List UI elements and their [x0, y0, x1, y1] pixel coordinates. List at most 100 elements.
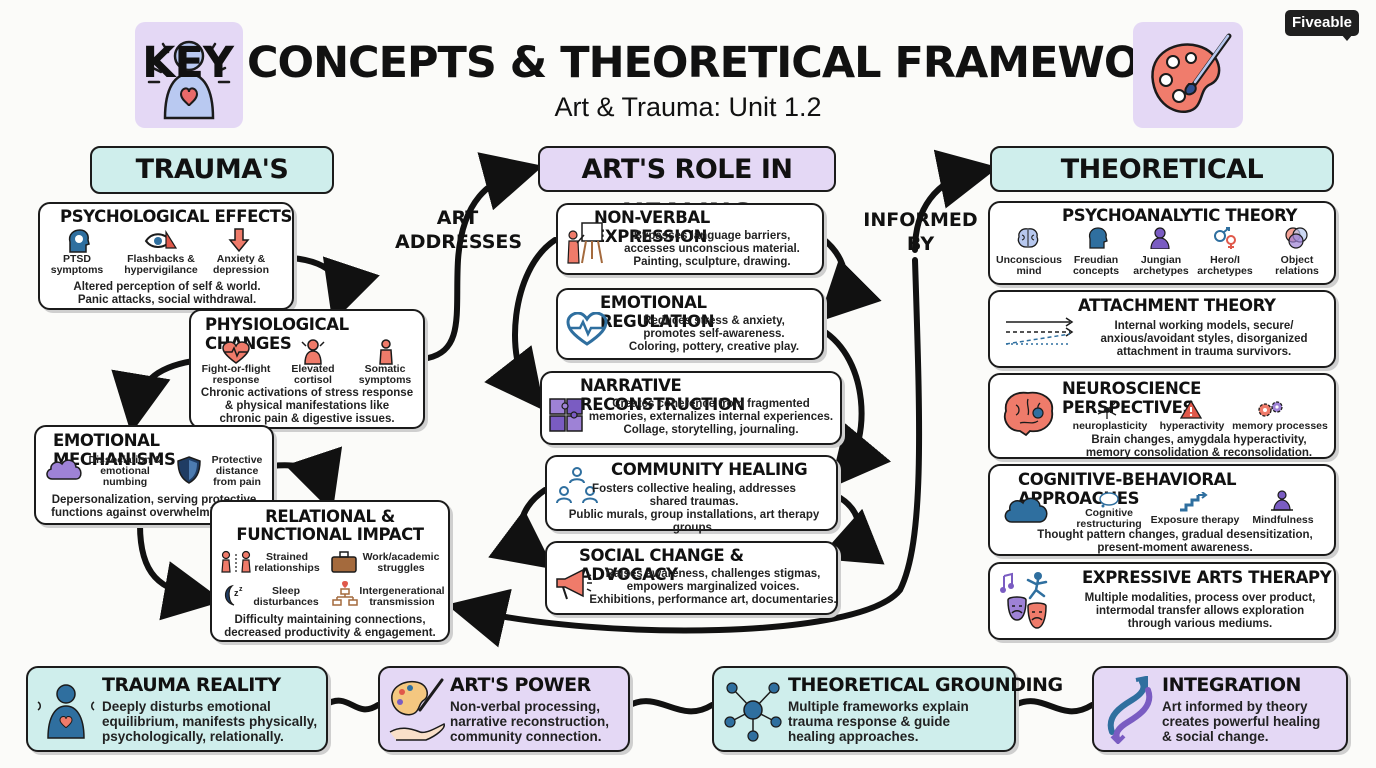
narrative-reconstruction-body: Creates coherence from fragmented memori… [588, 398, 834, 436]
stressed-figure-icon [301, 339, 325, 365]
attachment-title: ATTACHMENT THEORY [1078, 296, 1276, 315]
expressive-arts-box: EXPRESSIVE ARTS THERAPY Multiple modalit… [988, 562, 1336, 640]
rel-item-sleep: Sleep disturbances [253, 585, 319, 608]
neuron-icon [1097, 402, 1117, 419]
svg-text:z: z [239, 586, 243, 593]
family-tree-icon [332, 581, 358, 606]
puzzle-icon [549, 398, 583, 432]
gender-symbols-icon [1214, 227, 1236, 249]
neuro-item-memory: memory processes [1232, 420, 1328, 432]
thought-bubble-icon [1099, 492, 1119, 508]
psychoanalytic-title: PSYCHOANALYTIC THEORY [1062, 206, 1298, 225]
community-healing-box: COMMUNITY HEALING Fosters collective hea… [545, 455, 838, 534]
neuro-item-neuroplasticity: neuroplasticity [1072, 420, 1148, 432]
header-traumas-impact: TRAUMA'S IMPACT [90, 146, 334, 229]
theoretical-grounding-card: THEORETICAL GROUNDING Multiple framework… [712, 666, 1063, 752]
palette-illustration [1133, 22, 1243, 128]
phys-item-cortisol: Elevated cortisol [291, 363, 335, 386]
integration-body: Art informed by theory creates powerful … [1162, 699, 1321, 744]
cognitive-behavioral-body: Thought pattern changes, gradual desensi… [1037, 529, 1313, 554]
psychoanalytic-theory-box: PSYCHOANALYTIC THEORY Unconscious mind F… [988, 201, 1336, 285]
arts-power-card: ART'S POWER Non-verbal processing, narra… [378, 666, 630, 752]
psychoanalytic-item-jungian: Jungian archetypes [1133, 254, 1189, 277]
attachment-arrows-icon [1005, 317, 1074, 345]
warning-triangle-icon [1180, 399, 1202, 419]
attachment-body: Internal working models, secure/ anxious… [1100, 320, 1308, 358]
cloud-icon [46, 459, 82, 480]
body-figure-icon [379, 339, 393, 365]
cbt-item-cognitive: Cognitive restructuring [1076, 507, 1142, 530]
person-heart-icon [37, 684, 95, 739]
down-arrow-icon [228, 228, 250, 253]
trauma-reality-card: TRAUMA REALITY Deeply disturbs emotional… [26, 666, 328, 752]
community-healing-title: COMMUNITY HEALING [611, 460, 808, 479]
relational-functional-body: Difficulty maintaining connections, decr… [224, 614, 436, 639]
narrative-reconstruction-box: NARRATIVE RECONSTRUCTION Creates coheren… [540, 371, 842, 445]
narrative-reconstruction-title: NARRATIVE RECONSTRUCTION [580, 376, 745, 414]
phys-item-somatic: Somatic symptoms [358, 363, 412, 386]
rel-item-strained: Strained relationships [254, 551, 320, 574]
brain-icon [1017, 228, 1039, 248]
paint-palette-icon [1151, 33, 1232, 114]
physiological-changes-body: Chronic activations of stress response &… [200, 387, 414, 425]
integration-arrows-icon [1107, 676, 1153, 744]
svg-text:z: z [234, 588, 239, 598]
emotional-regulation-title: EMOTIONAL REGULATION [600, 293, 715, 331]
psychological-effects-title: PSYCHOLOGICAL EFFECTS [60, 207, 292, 226]
theoretical-grounding-body: Multiple frameworks explain trauma respo… [788, 699, 969, 744]
trauma-reality-body: Deeply disturbs emotional equilibrium, m… [102, 699, 318, 744]
community-people-icon [556, 467, 598, 504]
psychological-effects-body: Altered perception of self & world. Pani… [73, 281, 261, 306]
non-verbal-title: NON-VERBAL EXPRESSION [594, 208, 710, 246]
neuroscience-box: NEUROSCIENCE PERSPECTIVES neuroplasticit… [988, 373, 1336, 459]
heartbeat-icon [222, 341, 250, 364]
psychoanalytic-item-freudian: Freudian concepts [1072, 254, 1120, 277]
psychoanalytic-item-object: Object relations [1275, 254, 1319, 277]
psych-item-anxiety: Anxiety & depression [212, 253, 270, 276]
people-apart-icon [221, 550, 251, 573]
psychological-effects-box: PSYCHOLOGICAL EFFECTS PTSD symptoms Flas… [38, 202, 294, 310]
trauma-reality-title: TRAUMA REALITY [102, 674, 281, 696]
rel-item-intergenerational: Intergenerational transmission [359, 585, 445, 608]
heart-person-illustration [135, 22, 243, 128]
archetype-figure-icon [1150, 227, 1170, 249]
brand-logo: Fiveable [1285, 10, 1359, 41]
psychoanalytic-item-hero: Hero/I archetypes [1197, 254, 1253, 277]
emotional-regulation-box: EMOTIONAL REGULATION Reduces stress & an… [556, 288, 824, 360]
brand-logo-tail [1341, 34, 1353, 41]
emo-item-dissociation: Dissociation & emotional numbing [88, 454, 162, 488]
relational-functional-box: RELATIONAL & FUNCTIONAL IMPACT z z Strai… [210, 500, 450, 642]
briefcase-icon [331, 551, 357, 573]
neuroscience-body: Brain changes, amygdala hyperactivity, m… [1085, 434, 1313, 459]
header-arts-role: ART'S ROLE IN HEALING [538, 146, 836, 229]
stairs-arrow-icon [1180, 492, 1208, 512]
neuroscience-title: NEUROSCIENCE PERSPECTIVES [1062, 379, 1202, 417]
header-theoretical-frameworks: THEORETICAL FRAMEWORKS [990, 146, 1334, 229]
psych-item-flashbacks: Flashbacks & hypervigilance [124, 253, 198, 276]
head-brain-icon [68, 229, 90, 253]
page-subtitle: Art & Trauma: Unit 1.2 [554, 92, 822, 122]
brain-large-icon [1003, 391, 1054, 437]
integration-title: INTEGRATION [1162, 674, 1301, 696]
psych-item-ptsd: PTSD symptoms [50, 253, 104, 276]
emo-item-protective: Protective distance from pain [211, 454, 263, 488]
emotional-mechanisms-box: EMOTIONAL MECHANISMS Dissociation & emot… [34, 425, 274, 525]
emotional-mechanisms-title: EMOTIONAL MECHANISMS [53, 431, 176, 469]
social-change-box: SOCIAL CHANGE & ADVOCACY Raises awarenes… [545, 541, 838, 615]
neuro-item-hyperactivity: hyperactivity [1159, 420, 1225, 432]
attachment-theory-box: ATTACHMENT THEORY Internal working model… [988, 290, 1336, 368]
social-change-body: Raises awareness, challenges stigmas, em… [589, 568, 837, 606]
arts-power-body: Non-verbal processing, narrative reconst… [450, 699, 610, 744]
network-nodes-icon [724, 682, 782, 742]
thought-cloud-icon [1004, 497, 1048, 523]
phys-item-fight-flight: Fight-or-flight response [201, 363, 271, 386]
gears-icon [1258, 401, 1283, 417]
heart-pulse-icon [566, 312, 608, 346]
relational-functional-title: RELATIONAL & FUNCTIONAL IMPACT [236, 507, 424, 544]
non-verbal-expression-box: NON-VERBAL EXPRESSION Bypasses language … [556, 203, 824, 275]
integration-card: INTEGRATION Art informed by theory creat… [1092, 666, 1348, 752]
cbt-item-mindfulness: Mindfulness [1252, 514, 1314, 526]
emotional-regulation-body: Reduces stress & anxiety, promotes self-… [628, 315, 800, 353]
brand-logo-text: Fiveable [1291, 14, 1353, 31]
